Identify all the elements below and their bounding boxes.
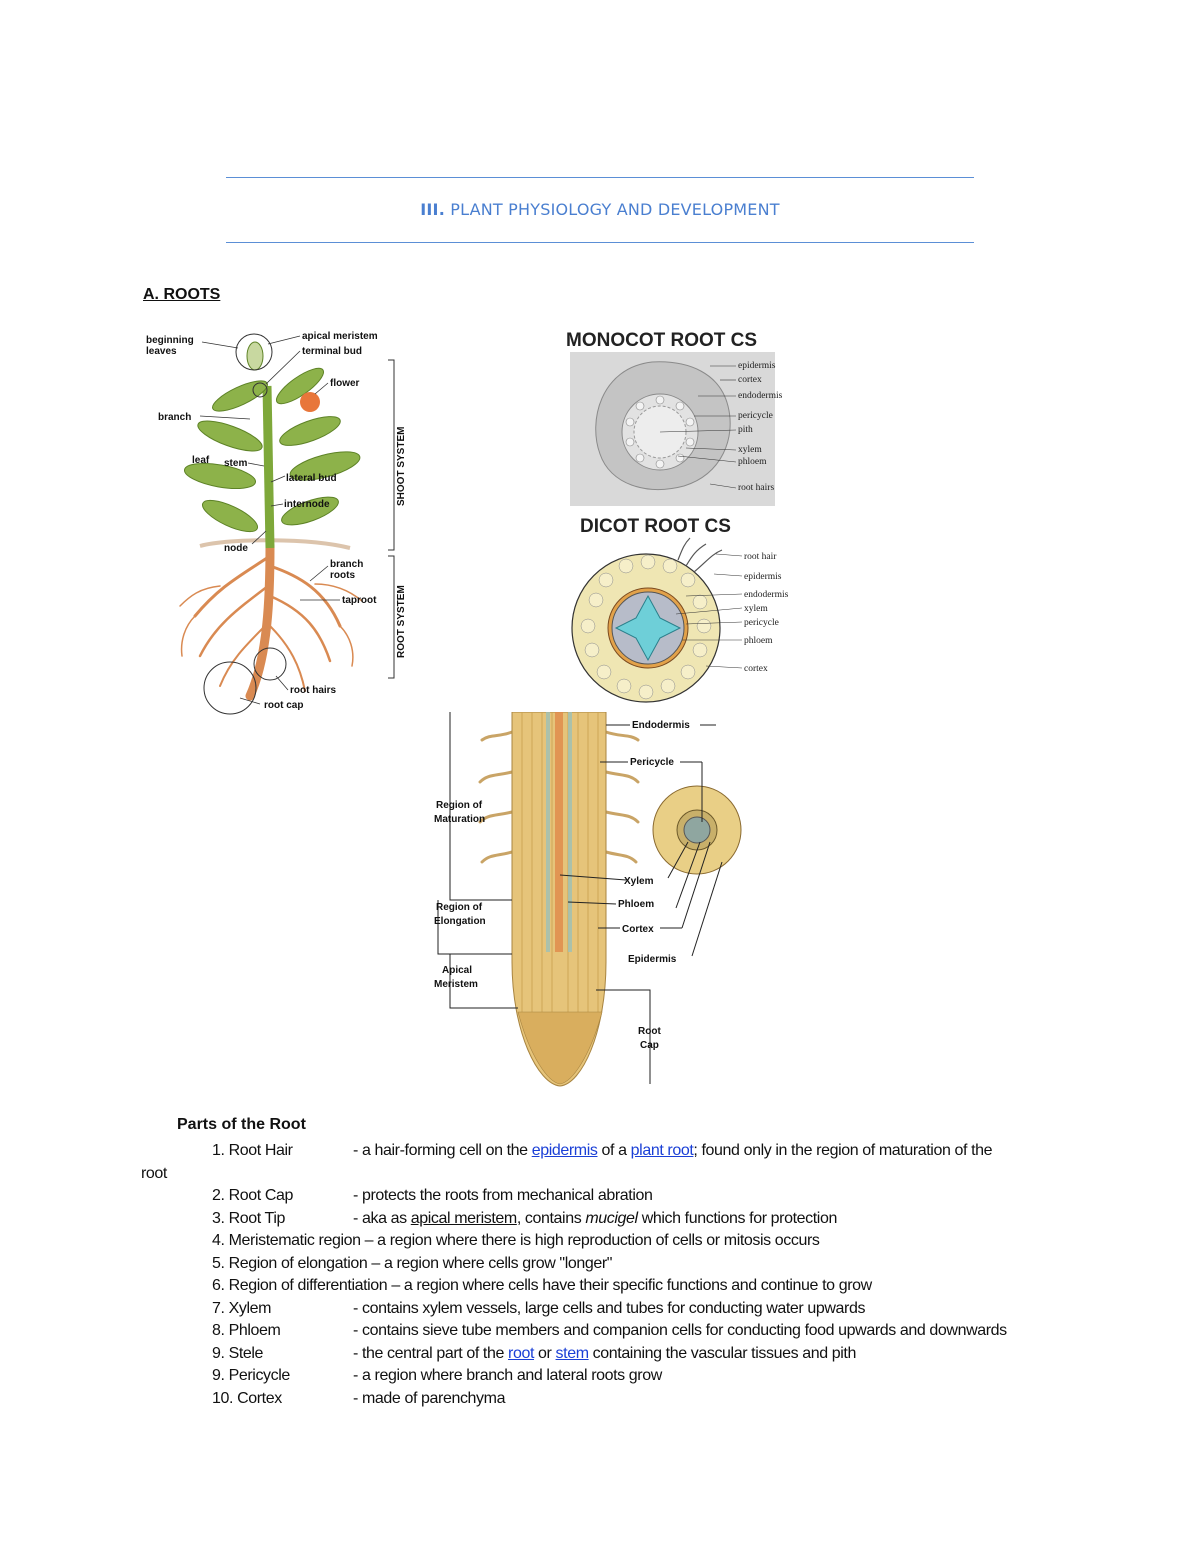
monocot-label: cortex bbox=[738, 375, 762, 385]
item-text: ; found only in the region of maturation… bbox=[693, 1142, 993, 1159]
label-branch-roots-2: roots bbox=[330, 570, 355, 581]
dicot-label: pericycle bbox=[744, 618, 779, 628]
label-leaves: leaves bbox=[146, 346, 177, 357]
dicot-root-diagram: DICOT ROOT CS root hair epidermis endode… bbox=[571, 516, 789, 703]
item-term: 1. Root Hair bbox=[212, 1142, 293, 1159]
item-text: - contains xylem vessels, large cells an… bbox=[353, 1300, 866, 1317]
item-term: 3. Root Tip bbox=[212, 1210, 285, 1227]
item-text: , contains bbox=[516, 1210, 586, 1227]
header-top-rule bbox=[226, 177, 974, 178]
label-root-cap: root cap bbox=[264, 700, 303, 711]
link-epidermis[interactable]: epidermis bbox=[531, 1142, 598, 1159]
label-terminal-bud: terminal bud bbox=[302, 346, 362, 357]
label-taproot: taproot bbox=[342, 595, 377, 606]
dicot-label: xylem bbox=[744, 604, 768, 614]
chapter-numeral: III. bbox=[420, 200, 445, 219]
monocot-label: pith bbox=[738, 425, 753, 435]
label-apical-meristem: apical meristem bbox=[302, 331, 378, 342]
long-label-epidermis: Epidermis bbox=[628, 954, 677, 965]
dicot-label: root hair bbox=[744, 552, 777, 562]
label-internode: internode bbox=[284, 499, 330, 510]
dicot-label: epidermis bbox=[744, 572, 782, 582]
item-text: - made of parenchyma bbox=[353, 1390, 506, 1407]
item-text: 5. Region of elongation – a region where… bbox=[212, 1255, 613, 1272]
link-stem[interactable]: stem bbox=[555, 1345, 589, 1362]
long-label-rootcap-2: Cap bbox=[640, 1040, 659, 1051]
monocot-label: pericycle bbox=[738, 411, 773, 421]
flower-drawing bbox=[300, 392, 320, 412]
chapter-title: PLANT PHYSIOLOGY AND DEVELOPMENT bbox=[450, 200, 780, 219]
item-text: root bbox=[141, 1165, 167, 1182]
italic-term: mucigel bbox=[585, 1210, 638, 1227]
monocot-label: epidermis bbox=[738, 361, 776, 371]
page-title: III. PLANT PHYSIOLOGY AND DEVELOPMENT bbox=[226, 200, 974, 219]
item-text: - a hair-forming cell on the bbox=[353, 1142, 532, 1159]
link-root[interactable]: root bbox=[508, 1345, 535, 1362]
root-longitudinal-diagram: Endodermis Pericycle Region of Maturatio… bbox=[434, 712, 742, 1087]
item-text: - contains sieve tube members and compan… bbox=[353, 1322, 1007, 1339]
label-branch: branch bbox=[158, 412, 191, 423]
list-item-continuation: root bbox=[141, 1165, 167, 1183]
item-term: 10. Cortex bbox=[212, 1390, 282, 1407]
label-lateral-bud: lateral bud bbox=[286, 473, 337, 484]
list-item: 6. Region of differentiation – a region … bbox=[212, 1277, 872, 1295]
monocot-root-diagram: MONOCOT ROOT CS epidermis cortex endoder… bbox=[566, 330, 783, 506]
dicot-title: DICOT ROOT CS bbox=[580, 516, 731, 537]
label-root-hairs: root hairs bbox=[290, 685, 337, 696]
long-label-apical-1: Apical bbox=[442, 965, 472, 976]
long-label-rootcap-1: Root bbox=[638, 1026, 661, 1037]
item-text: of a bbox=[597, 1142, 631, 1159]
item-text: containing the vascular tissues and pith bbox=[588, 1345, 857, 1362]
item-text: or bbox=[534, 1345, 556, 1362]
long-label-endodermis: Endodermis bbox=[632, 720, 690, 731]
label-leaf: leaf bbox=[192, 455, 210, 466]
item-text: - the central part of the bbox=[353, 1345, 509, 1362]
label-branch-roots-1: branch bbox=[330, 559, 363, 570]
long-label-maturation-1: Region of bbox=[436, 800, 483, 811]
item-text: - protects the roots from mechanical abr… bbox=[353, 1187, 653, 1204]
long-label-phloem: Phloem bbox=[618, 899, 654, 910]
item-text: 4. Meristematic region – a region where … bbox=[212, 1232, 820, 1249]
plant-diagram: SHOOT SYSTEM ROOT SYSTEM beginning leave… bbox=[140, 326, 420, 716]
monocot-label: endodermis bbox=[738, 391, 783, 401]
dicot-label: endodermis bbox=[744, 590, 789, 600]
stem-drawing bbox=[262, 385, 275, 549]
item-text: - aka as bbox=[353, 1210, 411, 1227]
list-item: 5. Region of elongation – a region where… bbox=[212, 1255, 612, 1273]
dicot-label: phloem bbox=[744, 636, 773, 646]
item-term: 7. Xylem bbox=[212, 1300, 272, 1317]
link-plant-root[interactable]: plant root bbox=[630, 1142, 694, 1159]
long-label-elongation-1: Region of bbox=[436, 902, 483, 913]
underlined-term: apical meristem bbox=[410, 1210, 517, 1227]
label-shoot-system: SHOOT SYSTEM bbox=[396, 427, 407, 506]
item-term: 8. Phloem bbox=[212, 1322, 281, 1339]
header-bottom-rule bbox=[226, 242, 974, 243]
monocot-title: MONOCOT ROOT CS bbox=[566, 330, 757, 351]
long-label-maturation-2: Maturation bbox=[434, 814, 485, 825]
label-stem: stem bbox=[224, 458, 247, 469]
list-item: 4. Meristematic region – a region where … bbox=[212, 1232, 820, 1250]
label-flower: flower bbox=[330, 378, 360, 389]
long-label-apical-2: Meristem bbox=[434, 979, 478, 990]
dicot-label: cortex bbox=[744, 664, 768, 674]
long-label-xylem: Xylem bbox=[624, 876, 654, 887]
item-text: - a region where branch and lateral root… bbox=[353, 1367, 662, 1384]
monocot-label: root hairs bbox=[738, 483, 774, 493]
label-root-system: ROOT SYSTEM bbox=[396, 585, 407, 658]
long-label-pericycle: Pericycle bbox=[630, 757, 674, 768]
long-label-elongation-2: Elongation bbox=[434, 916, 486, 927]
label-node: node bbox=[224, 543, 248, 554]
item-term: 9. Stele bbox=[212, 1345, 264, 1362]
item-term: 9. Pericycle bbox=[212, 1367, 290, 1384]
item-text: which functions for protection bbox=[637, 1210, 838, 1227]
monocot-label: xylem bbox=[738, 445, 762, 455]
item-term: 2. Root Cap bbox=[212, 1187, 293, 1204]
monocot-label: phloem bbox=[738, 457, 767, 467]
label-beginning: beginning bbox=[146, 335, 194, 346]
parts-heading: Parts of the Root bbox=[177, 1116, 306, 1133]
section-heading: A. ROOTS bbox=[143, 286, 221, 303]
item-text: 6. Region of differentiation – a region … bbox=[212, 1277, 872, 1294]
long-label-cortex: Cortex bbox=[622, 924, 654, 935]
